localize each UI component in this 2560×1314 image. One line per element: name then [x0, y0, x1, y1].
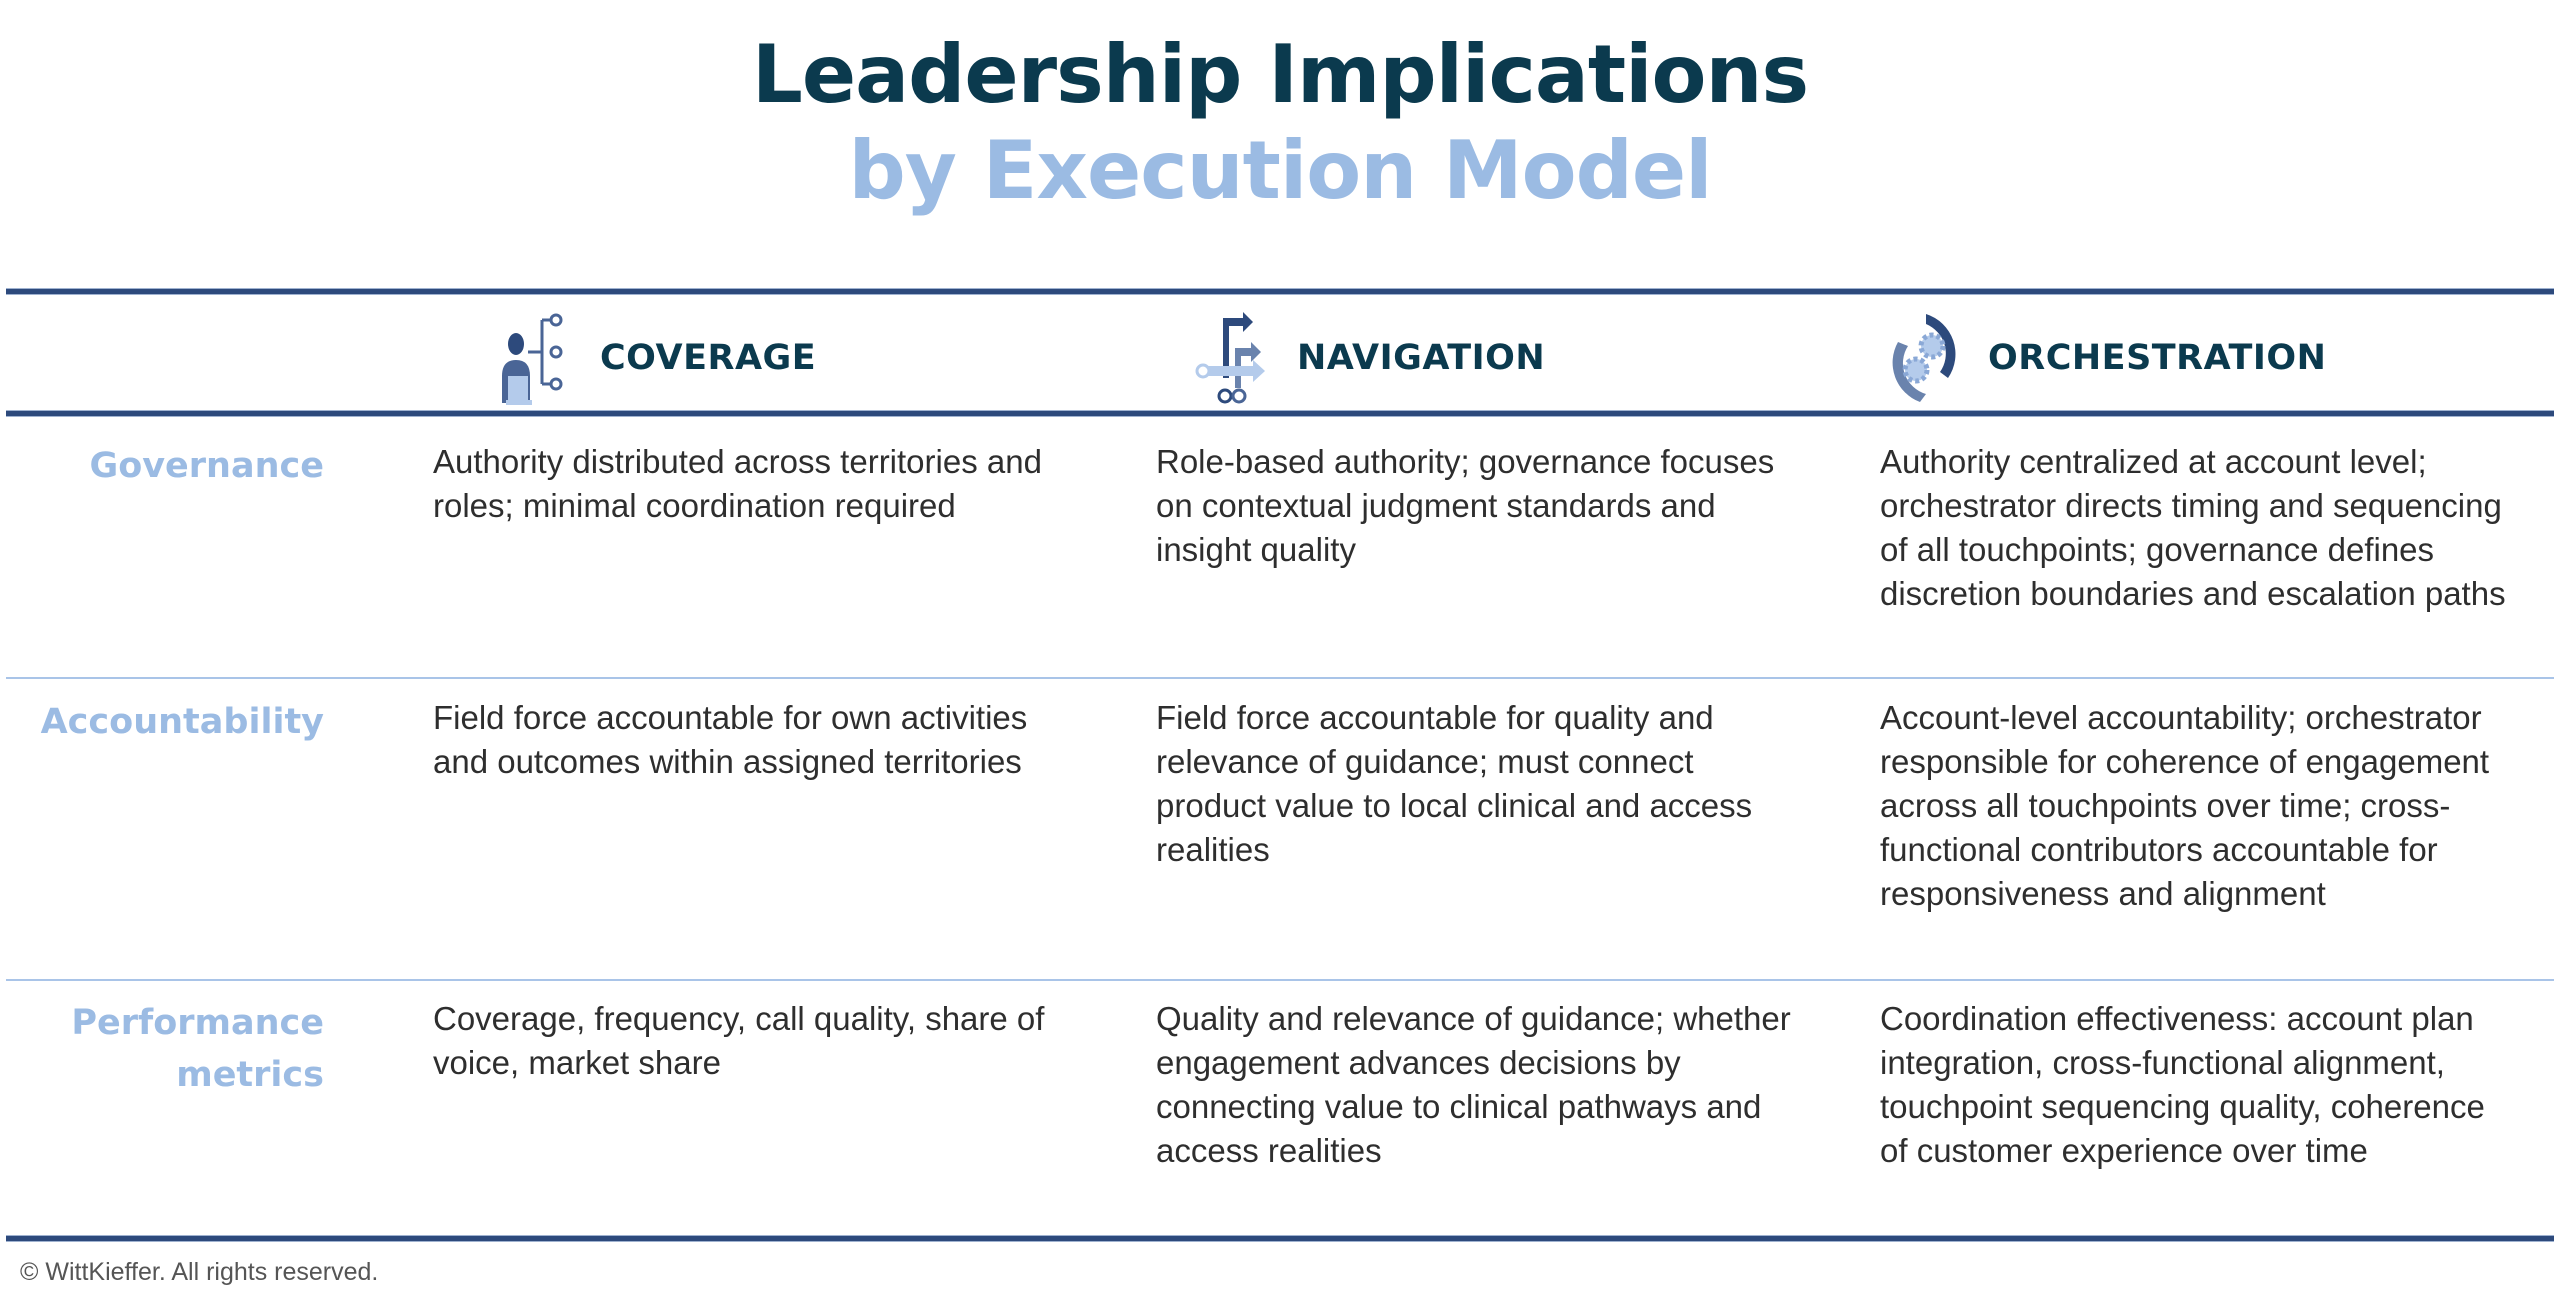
table-cell: Coverage, frequency, call quality, share… — [433, 1000, 1045, 1081]
table-cell: Field force accountable for quality and … — [1156, 699, 1753, 868]
table-cell: Coordination effectiveness: account plan… — [1880, 1000, 2485, 1169]
table-cell: Authority distributed across territories… — [433, 443, 1042, 524]
column-label: NAVIGATION — [1297, 338, 1546, 378]
gears-cycle-icon — [1892, 314, 1956, 402]
header-top-rule — [6, 288, 2554, 295]
row-label-governance: Governance — [89, 446, 324, 486]
table-cell: Quality and relevance of guidance; wheth… — [1156, 1000, 1791, 1169]
row-divider — [6, 979, 2554, 981]
branching-arrows-icon — [1195, 312, 1265, 404]
header-bottom-rule — [6, 410, 2554, 417]
column-label: COVERAGE — [600, 338, 817, 378]
table-cell: Account-level accountability; orchestrat… — [1880, 699, 2490, 912]
table-cell: Role-based authority; governance focuses… — [1156, 443, 1775, 568]
title-line-2: by Execution Model — [848, 124, 1712, 217]
column-label: ORCHESTRATION — [1988, 338, 2327, 378]
copyright-footer: © WittKieffer. All rights reserved. — [20, 1258, 379, 1286]
row-divider — [6, 677, 2554, 679]
column-header-orchestration: ORCHESTRATION — [1886, 314, 2327, 402]
table-bottom-rule — [6, 1235, 2554, 1242]
column-header-coverage: COVERAGE — [498, 313, 817, 405]
title-line-1: Leadership Implications — [751, 28, 1809, 121]
person-laptop-network-icon — [502, 313, 563, 405]
row-label-accountability: Accountability — [40, 702, 324, 742]
table-cell: Field force accountable for own activiti… — [433, 699, 1028, 780]
row-label-performance-metrics: Performance metrics — [71, 1003, 324, 1095]
column-header-navigation: NAVIGATION — [1195, 312, 1546, 404]
table-cell: Authority centralized at account level; … — [1880, 443, 2506, 612]
